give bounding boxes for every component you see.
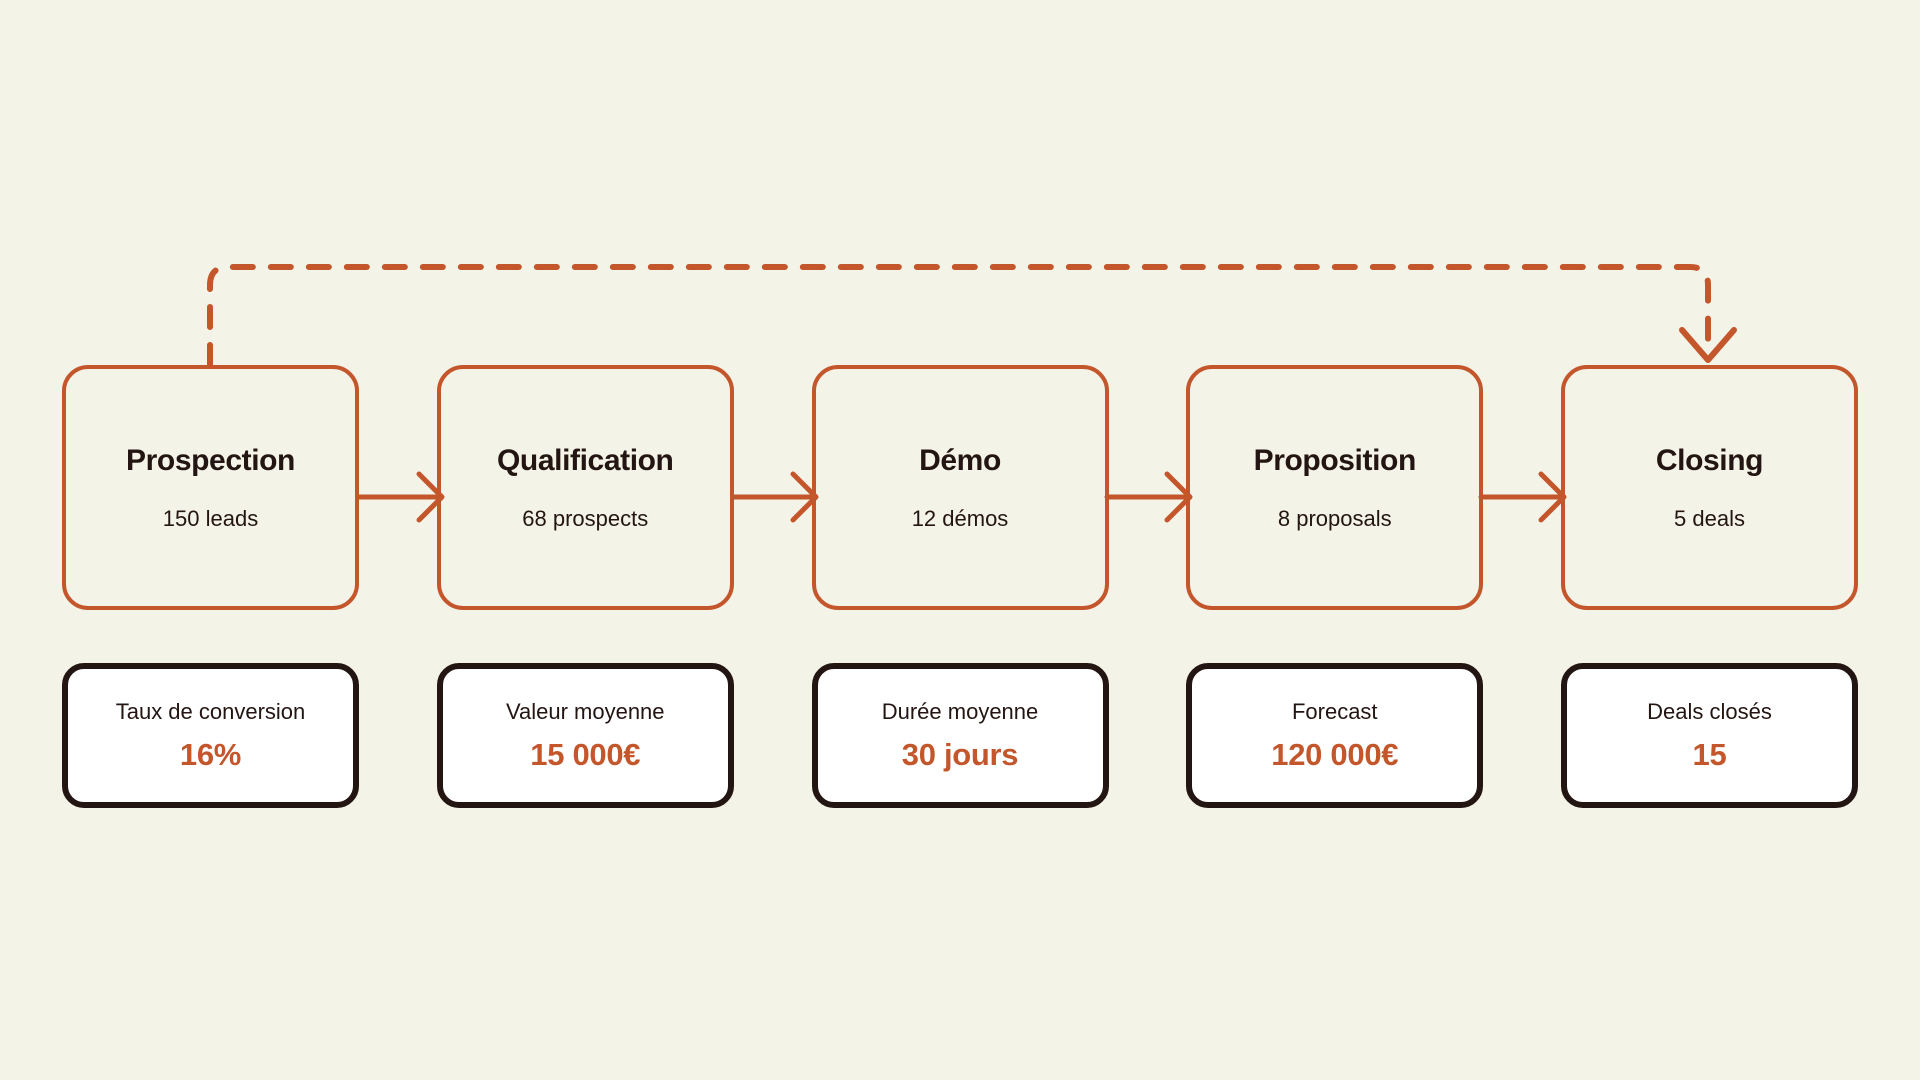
stage-count: 8 proposals: [1277, 505, 1392, 531]
stage-count: 12 démos: [911, 505, 1009, 531]
pipeline-metric-row: Taux de conversion 16% Valeur moyenne 15…: [62, 663, 1858, 808]
stage-count: 68 prospects: [522, 505, 649, 531]
metric-value: 15: [1692, 737, 1727, 772]
metric-label: Durée moyenne: [881, 699, 1039, 724]
stage-box-closing[interactable]: Closing 5 deals: [1561, 365, 1858, 610]
stage-title: Proposition: [1253, 443, 1417, 477]
stage-count: 5 deals: [1674, 505, 1745, 531]
metric-value: 120 000€: [1271, 737, 1399, 772]
stage-box-proposition[interactable]: Proposition 8 proposals: [1186, 365, 1484, 610]
metric-label: Valeur moyenne: [505, 699, 665, 724]
metric-value: 30 jours: [901, 737, 1019, 772]
metric-card-duree-moyenne[interactable]: Durée moyenne 30 jours: [811, 663, 1109, 808]
metric-value: 16%: [179, 737, 242, 772]
stage-count: 150 leads: [162, 505, 259, 531]
stage-box-qualification[interactable]: Qualification 68 prospects: [436, 365, 734, 610]
metric-card-forecast[interactable]: Forecast 120 000€: [1186, 663, 1484, 808]
metric-card-taux-de-conversion[interactable]: Taux de conversion 16%: [62, 663, 359, 808]
stage-box-demo[interactable]: Démo 12 démos: [811, 365, 1109, 610]
pipeline-stage-row: Prospection 150 leads Qualification 68 p…: [62, 365, 1858, 610]
stage-box-prospection[interactable]: Prospection 150 leads: [62, 365, 359, 610]
stage-title: Démo: [919, 443, 1001, 477]
metric-value: 15 000€: [530, 737, 641, 772]
metric-card-deals-closes[interactable]: Deals closés 15: [1561, 663, 1858, 808]
metric-card-valeur-moyenne[interactable]: Valeur moyenne 15 000€: [436, 663, 734, 808]
metric-label: Forecast: [1291, 699, 1378, 724]
metric-label: Taux de conversion: [115, 699, 306, 724]
stage-title: Qualification: [497, 443, 674, 477]
metric-label: Deals closés: [1647, 699, 1772, 724]
stage-title: Closing: [1655, 443, 1764, 477]
stage-title: Prospection: [126, 443, 295, 477]
feedback-loop-connector: [207, 264, 1737, 368]
